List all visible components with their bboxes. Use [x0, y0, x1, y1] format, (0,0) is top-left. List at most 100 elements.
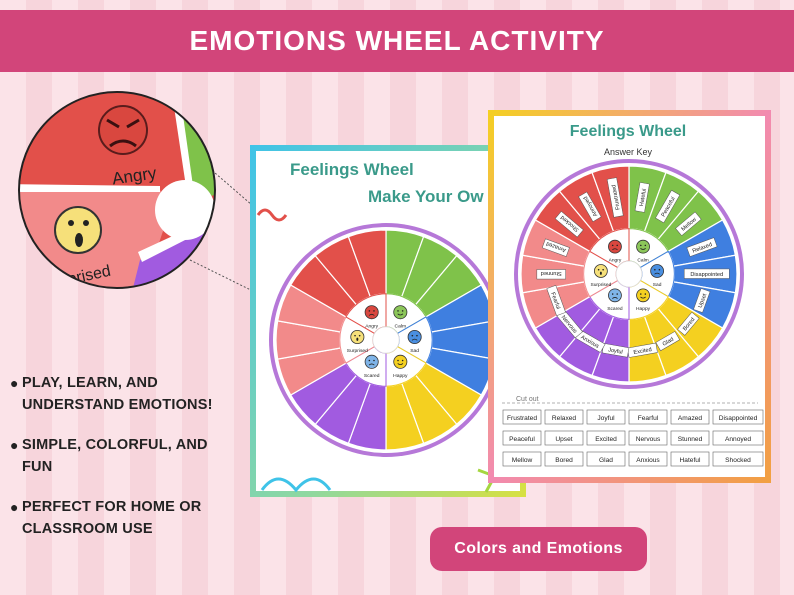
key-subtitle: Answer Key — [604, 147, 653, 157]
inner-emotion-label: Happy — [393, 373, 408, 379]
inner-emotion-label: Scared — [607, 306, 623, 312]
outer-emotion-label: Fearful — [546, 285, 566, 316]
svg-text:Fearful: Fearful — [638, 415, 659, 422]
blank-title-line2: Make Your Ow — [368, 187, 484, 206]
colors-and-emotions-badge: Colors and Emotions — [430, 527, 647, 571]
bullet-dot-icon: ● — [10, 437, 19, 453]
zoom-circle-border — [18, 91, 216, 289]
cutout-word-card: Excited — [586, 430, 626, 446]
emotion-face-icon — [593, 264, 608, 278]
svg-text:Stunned: Stunned — [541, 270, 562, 276]
cutout-word-card: Disappointed — [712, 409, 764, 425]
inner-emotion-label: Calm — [637, 258, 648, 264]
wheel-center — [615, 260, 643, 288]
emotion-face-icon — [350, 329, 365, 344]
inner-emotion-label: Calm — [395, 323, 407, 329]
svg-text:Bored: Bored — [555, 457, 573, 464]
cutout-word-card: Fearful — [628, 409, 668, 425]
squiggle-decoration — [256, 208, 288, 222]
surprised-face-icon — [54, 206, 102, 254]
cutout-word-card: Frustrated — [502, 409, 542, 425]
outer-emotion-label: Glad — [655, 331, 680, 352]
cutout-word-card: Joyful — [586, 409, 626, 425]
svg-text:Fearful: Fearful — [549, 292, 561, 310]
cutout-word-card: Relaxed — [544, 409, 584, 425]
blank-worksheet: Feelings Wheel Make Your Ow CalmSadHappy… — [250, 145, 526, 497]
emotion-face-icon — [636, 288, 650, 303]
bullet-dot-icon: ● — [10, 499, 19, 515]
outer-emotion-label: Hateful — [634, 182, 650, 213]
feature-item: ● PERFECT FOR HOME OR CLASSROOM USE — [10, 496, 250, 540]
cutout-word-card: Hateful — [670, 451, 710, 467]
svg-text:Hateful: Hateful — [680, 457, 701, 464]
feature-text: UNDERSTAND EMOTIONS! — [22, 397, 213, 413]
outer-emotion-label: Disappointed — [683, 268, 730, 279]
cutout-grid: Frustrated Relaxed Joyful Fearful Amazed Disa… — [502, 409, 764, 467]
feature-text: PLAY, LEARN, AND — [22, 375, 158, 391]
cutout-word-card: Glad — [586, 451, 626, 467]
svg-text:Excited: Excited — [595, 436, 617, 443]
svg-text:Disappointed: Disappointed — [690, 272, 723, 278]
cutout-word-card: Shocked — [712, 451, 764, 467]
cutout-word-card: Nervous — [628, 430, 668, 446]
svg-text:Excited: Excited — [633, 347, 652, 356]
title-banner: EMOTIONS WHEEL ACTIVITY — [0, 10, 794, 72]
banner-title: EMOTIONS WHEEL ACTIVITY — [189, 25, 605, 56]
inner-emotion-label: Happy — [636, 306, 651, 312]
cutout-word-card: Mellow — [502, 451, 542, 467]
inner-emotion-label: Sad — [410, 348, 419, 354]
feature-item: ● SIMPLE, COLORFUL, AND FUN — [10, 434, 250, 478]
wheel-center — [372, 326, 400, 354]
svg-text:Frustrated: Frustrated — [507, 415, 537, 422]
svg-text:Anxious: Anxious — [636, 457, 660, 464]
svg-text:Mellow: Mellow — [512, 457, 533, 464]
inner-emotion-label: Angry — [609, 258, 622, 264]
emotion-face-icon — [407, 329, 422, 344]
emotion-face-icon — [393, 354, 408, 369]
svg-text:Nervous: Nervous — [636, 436, 661, 443]
zoom-circle: Angry rprised — [19, 92, 215, 288]
svg-text:Relaxed: Relaxed — [552, 415, 577, 422]
outer-emotion-label: Frustrated — [606, 177, 624, 218]
inner-emotion-label: Surprised — [347, 348, 368, 354]
svg-text:Stunned: Stunned — [678, 436, 703, 443]
cutout-word-card: Stunned — [670, 430, 710, 446]
angry-face-icon — [98, 105, 148, 155]
cutout-word-card: Annoyed — [712, 430, 764, 446]
inner-emotion-label: Angry — [365, 323, 378, 329]
badge-label: Colors and Emotions — [454, 540, 623, 557]
blank-title-line1: Feelings Wheel — [290, 160, 414, 179]
cutout-word-card: Anxious — [628, 451, 668, 467]
bullet-dot-icon: ● — [10, 375, 19, 391]
cutout-word-card: Bored — [544, 451, 584, 467]
feature-list: ● PLAY, LEARN, AND UNDERSTAND EMOTIONS! ●… — [10, 372, 250, 558]
outer-emotion-label: Upset — [693, 288, 711, 313]
inner-emotion-label: Scared — [364, 373, 380, 379]
svg-text:Disappointed: Disappointed — [719, 415, 758, 422]
key-title: Feelings Wheel — [570, 123, 686, 140]
emotion-face-icon — [650, 264, 665, 278]
svg-text:Annoyed: Annoyed — [725, 436, 751, 443]
feature-text: PERFECT FOR HOME OR — [22, 499, 202, 515]
svg-text:Amazed: Amazed — [678, 415, 703, 422]
outer-emotion-label: Stunned — [536, 269, 566, 280]
svg-text:Shocked: Shocked — [725, 457, 751, 464]
emotion-face-icon — [364, 305, 379, 320]
svg-text:Joyful: Joyful — [597, 415, 615, 422]
svg-text:Peaceful: Peaceful — [509, 436, 535, 443]
svg-text:Upset: Upset — [698, 293, 709, 309]
svg-text:Joyful: Joyful — [608, 347, 623, 355]
feature-text: FUN — [22, 459, 53, 475]
cut-label: Cut out — [516, 396, 539, 403]
emotion-face-icon — [636, 239, 650, 254]
feature-text: CLASSROOM USE — [22, 521, 153, 537]
emotion-face-icon — [608, 288, 622, 303]
inner-emotion-label: Sad — [653, 282, 662, 288]
feature-text: SIMPLE, COLORFUL, AND — [22, 437, 208, 453]
feature-item: ● PLAY, LEARN, AND UNDERSTAND EMOTIONS! — [10, 372, 250, 416]
svg-text:Frustrated: Frustrated — [611, 184, 621, 210]
inner-emotion-label: Surprised — [590, 282, 611, 288]
